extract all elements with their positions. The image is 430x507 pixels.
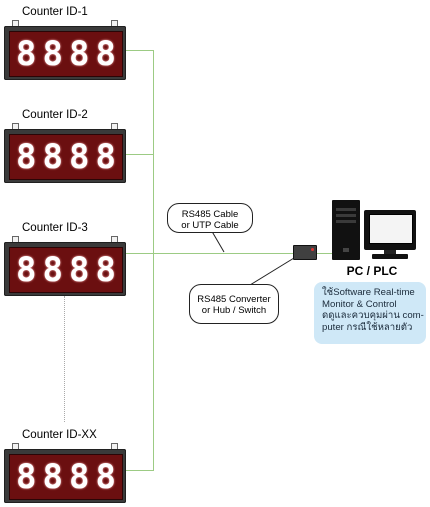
led-panel: 8 8 8 8 (9, 247, 123, 293)
counter-label: Counter ID-3 (22, 222, 88, 234)
display-housing: 8 8 8 8 (4, 129, 126, 183)
digit: 8 (68, 137, 90, 177)
cable-callout-line2: or UTP Cable (181, 220, 239, 231)
ellipsis-dotted-line (64, 296, 65, 422)
counter-label: Counter ID-1 (22, 6, 88, 18)
digit: 8 (42, 457, 63, 497)
led-panel: 8 8 8 8 (9, 454, 123, 500)
link-counter-3-to-converter (126, 253, 294, 254)
bus-vertical-line (153, 50, 154, 470)
digit: 8 (68, 250, 90, 290)
software-line1: ใช้Software Real-time (322, 287, 415, 298)
digit: 8 (16, 250, 37, 290)
status-led (311, 248, 314, 251)
pc-tower-icon (332, 200, 360, 260)
led-panel: 8 8 8 8 (9, 31, 123, 77)
display-housing: 8 8 8 8 (4, 242, 126, 296)
software-line2: Monitor & Control (322, 298, 397, 310)
digit: 8 (68, 457, 90, 497)
digit: 8 (16, 137, 37, 177)
monitor-stand (384, 250, 396, 254)
mount-tab (12, 236, 19, 243)
software-line4: puter กรณีใช้หลายตัว (322, 321, 413, 333)
digit: 8 (42, 34, 63, 74)
mount-tab (111, 20, 118, 27)
mount-tab (12, 443, 19, 450)
keyboard-icon (372, 254, 408, 259)
converter-callout: RS485 Converter or Hub / Switch (189, 284, 279, 324)
digit: 8 (95, 34, 116, 74)
mount-tab (12, 123, 19, 130)
led-panel: 8 8 8 8 (9, 134, 123, 180)
monitor-icon (364, 210, 416, 250)
counter-label: Counter ID-XX (22, 429, 97, 441)
software-line3: ดดูและควบคุมผ่าน com- (322, 310, 424, 322)
digit: 8 (42, 250, 63, 290)
cable-callout-line1: RS485 Cable (181, 209, 239, 220)
display-housing: 8 8 8 8 (4, 449, 126, 503)
mount-tab (12, 20, 19, 27)
link-counter-2 (126, 154, 154, 155)
mount-tab (111, 123, 118, 130)
counter-label: Counter ID-2 (22, 109, 88, 121)
digit: 8 (68, 34, 90, 74)
display-housing: 8 8 8 8 (4, 26, 126, 80)
link-counter-1 (126, 50, 154, 51)
digit: 8 (42, 137, 63, 177)
digit: 8 (16, 457, 37, 497)
digit: 8 (95, 250, 116, 290)
rs485-converter-icon (293, 245, 317, 260)
pc-plc-label: PC / PLC (346, 264, 398, 278)
cable-callout: RS485 Cable or UTP Cable (167, 203, 253, 233)
mount-tab (111, 443, 118, 450)
digit: 8 (95, 137, 116, 177)
link-counter-xx (126, 470, 154, 471)
digit: 8 (16, 34, 37, 74)
mount-tab (111, 236, 118, 243)
converter-callout-line1: RS485 Converter (197, 294, 271, 305)
software-info-box: ใช้Software Real-time Monitor & Control … (314, 282, 426, 344)
link-converter-to-pc (315, 253, 333, 254)
converter-callout-line2: or Hub / Switch (201, 305, 267, 316)
digit: 8 (95, 457, 116, 497)
